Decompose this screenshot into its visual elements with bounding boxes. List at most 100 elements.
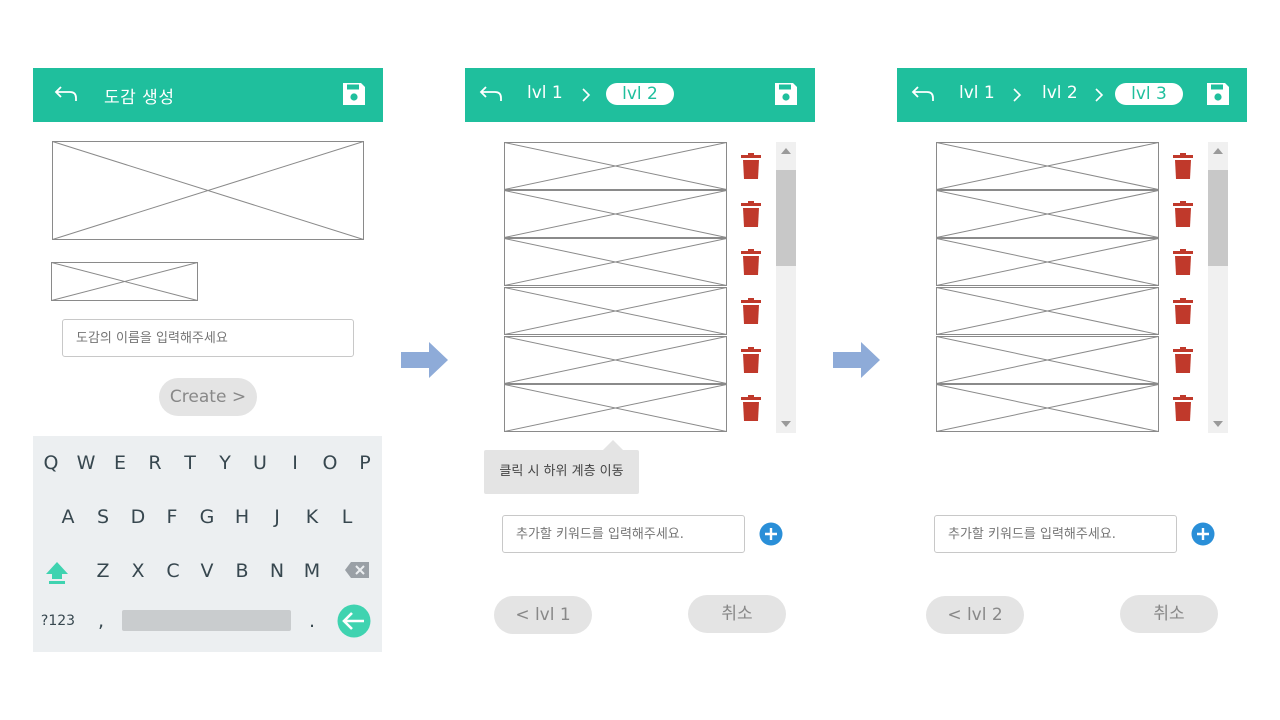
prev-level-button[interactable]: < lvl 2 — [926, 596, 1024, 634]
trash-icon[interactable] — [740, 249, 762, 275]
key-s[interactable]: S — [96, 506, 110, 528]
back-arrow-icon[interactable] — [478, 81, 504, 107]
scroll-down-icon[interactable] — [1212, 420, 1224, 428]
scrollbar-thumb[interactable] — [1208, 170, 1228, 266]
list-item-image[interactable] — [504, 336, 727, 384]
key-d[interactable]: D — [130, 506, 146, 528]
keyword-input[interactable] — [502, 515, 745, 553]
key-m[interactable]: M — [303, 560, 321, 582]
cover-image-placeholder[interactable] — [52, 141, 364, 240]
key-y[interactable]: Y — [219, 452, 231, 474]
app-bar: lvl 1 lvl 2 — [465, 68, 815, 122]
list-item — [504, 238, 776, 286]
enter-icon[interactable] — [337, 604, 371, 638]
key-b[interactable]: B — [235, 560, 249, 582]
list-item — [504, 190, 776, 238]
list-item-image[interactable] — [936, 384, 1159, 432]
key-i[interactable]: I — [292, 452, 298, 474]
trash-icon[interactable] — [740, 201, 762, 227]
trash-icon[interactable] — [1172, 249, 1194, 275]
keyword-list — [504, 142, 797, 433]
trash-icon[interactable] — [740, 298, 762, 324]
breadcrumb-active[interactable]: lvl 3 — [1115, 83, 1183, 105]
save-icon[interactable] — [1206, 82, 1230, 106]
list-item-image[interactable] — [504, 384, 727, 432]
key-e[interactable]: E — [113, 452, 126, 474]
key-u[interactable]: U — [253, 452, 267, 474]
key-comma[interactable]: , — [97, 610, 105, 632]
key-p[interactable]: P — [359, 452, 371, 474]
virtual-keyboard: Q W E R T Y U I O P A S D F G H J K L Z … — [33, 436, 382, 652]
trash-icon[interactable] — [1172, 153, 1194, 179]
list-item-image[interactable] — [504, 238, 727, 286]
key-k[interactable]: K — [305, 506, 319, 528]
trash-icon[interactable] — [740, 395, 762, 421]
back-arrow-icon[interactable] — [910, 81, 936, 107]
key-h[interactable]: H — [234, 506, 250, 528]
trash-icon[interactable] — [740, 153, 762, 179]
key-o[interactable]: O — [322, 452, 338, 474]
breadcrumb-lvl1[interactable]: lvl 1 — [527, 83, 563, 103]
prev-level-button[interactable]: < lvl 1 — [494, 596, 592, 634]
hint-tooltip: 클릭 시 하위 계층 이동 — [484, 450, 639, 494]
shift-icon[interactable] — [44, 560, 70, 586]
list-item — [936, 142, 1208, 190]
keyword-input[interactable] — [934, 515, 1177, 553]
back-arrow-icon[interactable] — [53, 81, 79, 107]
breadcrumb-lvl2[interactable]: lvl 2 — [1042, 83, 1078, 103]
key-symbols[interactable]: ?123 — [40, 613, 76, 629]
list-item-image[interactable] — [504, 287, 727, 335]
create-button[interactable]: Create > — [159, 378, 257, 416]
breadcrumb-active[interactable]: lvl 2 — [606, 83, 674, 105]
add-circle-icon[interactable] — [759, 522, 783, 546]
chevron-right-icon — [1013, 88, 1022, 102]
key-v[interactable]: V — [200, 560, 214, 582]
key-l[interactable]: L — [341, 506, 353, 528]
key-w[interactable]: W — [76, 452, 96, 474]
list-item — [936, 238, 1208, 286]
list-item-image[interactable] — [936, 336, 1159, 384]
save-icon[interactable] — [774, 82, 798, 106]
key-period[interactable]: . — [308, 610, 316, 632]
trash-icon[interactable] — [1172, 347, 1194, 373]
scroll-up-icon[interactable] — [1212, 147, 1224, 155]
key-q[interactable]: Q — [43, 452, 59, 474]
key-a[interactable]: A — [61, 506, 75, 528]
cancel-button[interactable]: 취소 — [1120, 595, 1218, 633]
trash-icon[interactable] — [740, 347, 762, 373]
key-z[interactable]: Z — [96, 560, 110, 582]
book-name-input[interactable] — [62, 319, 354, 357]
key-c[interactable]: C — [166, 560, 180, 582]
list-item-image[interactable] — [504, 142, 727, 190]
list-item-image[interactable] — [936, 287, 1159, 335]
trash-icon[interactable] — [1172, 201, 1194, 227]
save-icon[interactable] — [342, 82, 366, 106]
key-n[interactable]: N — [269, 560, 285, 582]
list-item — [936, 190, 1208, 238]
key-r[interactable]: R — [148, 452, 162, 474]
list-item-image[interactable] — [936, 142, 1159, 190]
space-bar[interactable] — [122, 610, 291, 631]
tooltip-pointer — [603, 440, 623, 450]
scrollbar-thumb[interactable] — [776, 170, 796, 266]
cancel-button[interactable]: 취소 — [688, 595, 786, 633]
list-item — [936, 287, 1208, 335]
key-x[interactable]: X — [131, 560, 145, 582]
add-circle-icon[interactable] — [1191, 522, 1215, 546]
key-t[interactable]: T — [184, 452, 196, 474]
list-item — [504, 384, 776, 432]
list-item-image[interactable] — [936, 238, 1159, 286]
scroll-up-icon[interactable] — [780, 147, 792, 155]
list-item-image[interactable] — [504, 190, 727, 238]
small-image-placeholder[interactable] — [51, 262, 198, 301]
breadcrumb-lvl1[interactable]: lvl 1 — [959, 83, 995, 103]
key-f[interactable]: F — [166, 506, 178, 528]
list-item — [504, 142, 776, 190]
backspace-icon[interactable] — [344, 561, 370, 579]
trash-icon[interactable] — [1172, 298, 1194, 324]
list-item-image[interactable] — [936, 190, 1159, 238]
trash-icon[interactable] — [1172, 395, 1194, 421]
scroll-down-icon[interactable] — [780, 420, 792, 428]
key-j[interactable]: J — [274, 506, 280, 528]
key-g[interactable]: G — [199, 506, 215, 528]
